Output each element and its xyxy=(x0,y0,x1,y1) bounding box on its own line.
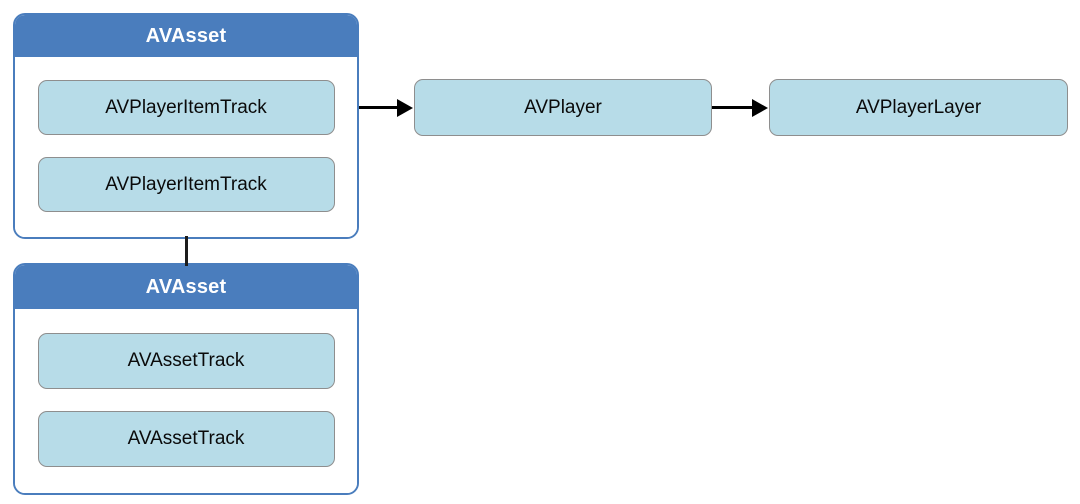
asset-container-top-header: AVAsset xyxy=(15,15,357,57)
connector-asset-to-player xyxy=(359,99,415,119)
connector-line xyxy=(359,106,399,109)
arrow-head-icon xyxy=(752,99,768,117)
connector-line xyxy=(712,106,754,109)
node-avplayer[interactable]: AVPlayer xyxy=(414,79,712,136)
connector-asset-to-asset xyxy=(185,236,188,266)
track-node-avplayeritemtrack-2[interactable]: AVPlayerItemTrack xyxy=(37,157,335,212)
asset-container-bottom-header: AVAsset xyxy=(15,265,357,309)
track-node-avplayeritemtrack-1[interactable]: AVPlayerItemTrack xyxy=(37,80,335,135)
track-node-avassettrack-1[interactable]: AVAssetTrack xyxy=(37,333,335,389)
asset-container-top[interactable]: AVAsset AVPlayerItemTrack AVPlayerItemTr… xyxy=(13,13,359,239)
asset-container-top-body: AVPlayerItemTrack AVPlayerItemTrack xyxy=(15,57,357,237)
node-avplayerlayer[interactable]: AVPlayerLayer xyxy=(769,79,1068,136)
connector-line xyxy=(185,236,188,266)
connector-player-to-layer xyxy=(712,99,770,119)
arrow-head-icon xyxy=(397,99,413,117)
asset-container-bottom[interactable]: AVAsset AVAssetTrack AVAssetTrack xyxy=(13,263,359,495)
asset-container-bottom-body: AVAssetTrack AVAssetTrack xyxy=(15,309,357,493)
track-node-avassettrack-2[interactable]: AVAssetTrack xyxy=(37,411,335,467)
